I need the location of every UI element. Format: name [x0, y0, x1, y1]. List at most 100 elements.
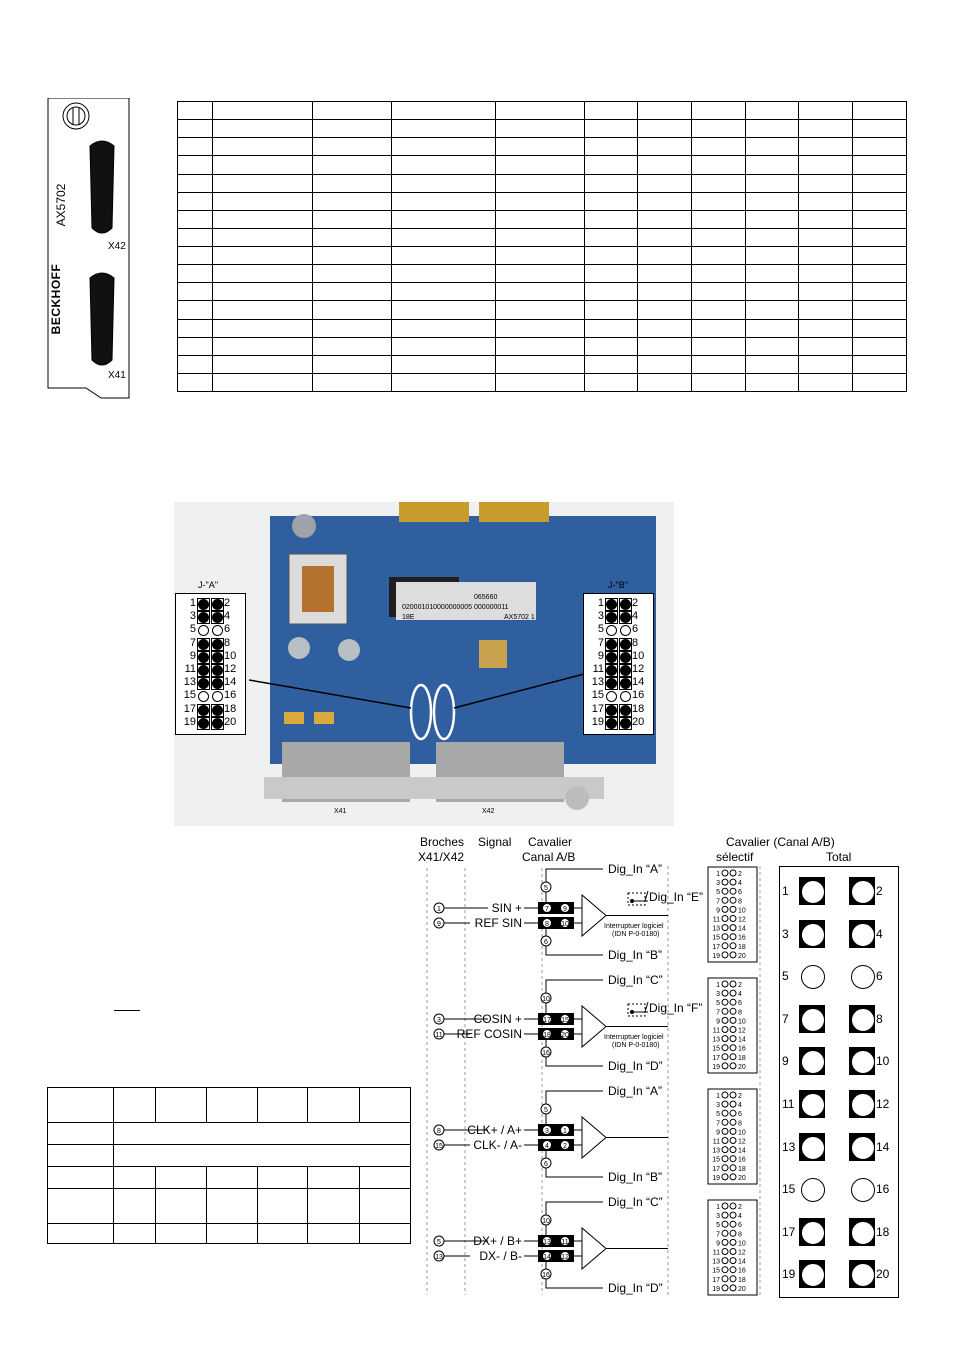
jumper-pin-number: 3: [597, 610, 604, 623]
jumper-closed-icon: [606, 612, 617, 624]
selectif-pin-icon: [721, 1202, 729, 1210]
dig-in-label: Dig_In “A”: [608, 862, 662, 876]
total-pin-closed-icon: [801, 1135, 825, 1160]
jumper-frame: [211, 703, 224, 717]
jumper-open-icon: [198, 625, 209, 637]
selectif-pin-icon: [721, 1266, 729, 1274]
selectif-pin-number: 1: [716, 1204, 720, 1211]
jumper-closed-icon: [620, 717, 631, 729]
jumper-pin-number: 6: [224, 623, 231, 636]
jumper-frame: [605, 664, 618, 677]
pin-circle-icon: [542, 1251, 552, 1261]
wire: [545, 868, 603, 882]
jumper-pin-number: 20: [224, 715, 237, 728]
selectif-pin-icon: [721, 1016, 729, 1024]
total-pin-closed-icon: [851, 1093, 875, 1117]
selectif-pin-number: 4: [738, 1102, 742, 1109]
total-pin-number: 8: [876, 1011, 883, 1026]
selectif-pin-number: 6: [738, 1222, 742, 1229]
selectif-pin-icon: [721, 1091, 729, 1099]
selectif-pin-number: 10: [738, 1240, 746, 1247]
selectif-pin-number: 8: [738, 1231, 742, 1238]
table-cell: [205, 1188, 258, 1224]
total-pin-number: 7: [782, 1011, 789, 1026]
selectif-pin-number: 18: [738, 1055, 746, 1062]
selectif-pin-number: 18: [738, 1277, 746, 1284]
jumper-open-icon: [212, 691, 223, 703]
jumper-pin-number: 17: [591, 702, 604, 715]
total-pin-number: 12: [876, 1097, 890, 1111]
jumper-frame: [619, 664, 632, 677]
signal-label: SIN +: [492, 901, 522, 915]
selectif-pin-number: 9: [716, 1018, 720, 1025]
selectif-pin-icon: [729, 1100, 737, 1108]
table-cell: [212, 372, 313, 393]
selectif-pin-icon: [729, 1035, 737, 1043]
wire: [545, 1279, 603, 1289]
jumper-frame: [605, 716, 618, 730]
selectif-pin-icon: [721, 1127, 729, 1135]
dig-in-label: Dig_In “D”: [608, 1281, 663, 1295]
jumper-frame: [605, 677, 618, 691]
jumper-pin-number: 3: [189, 610, 196, 623]
selectif-pin-number: 16: [738, 1046, 746, 1053]
selectif-pin-icon: [721, 1137, 729, 1144]
pin-circle-icon: [560, 1029, 570, 1039]
total-pin-number: 2: [876, 884, 883, 898]
jumper-frame: [211, 637, 224, 651]
selectif-pin-icon: [721, 951, 729, 959]
selectif-pin-number: 7: [716, 898, 720, 905]
selectif-pin-icon: [729, 896, 737, 904]
table-cell: [112, 1087, 156, 1123]
selectif-pin-number: 1: [716, 871, 720, 878]
selectif-pin-number: 14: [738, 926, 746, 933]
selectif-pin-number: 14: [738, 1259, 746, 1266]
selectif-pin-number: 19: [712, 953, 720, 960]
total-pin-open-icon: [801, 1178, 825, 1203]
table-cell: [691, 372, 746, 393]
software-switch-icon: [627, 1003, 646, 1017]
front-panel-drawing: [47, 97, 130, 399]
selectif-pin-icon: [721, 1164, 729, 1172]
total-pin-closed-icon: [851, 1263, 875, 1288]
pin-circle-icon: [560, 1014, 570, 1024]
jumper-b-title: J-"B": [608, 580, 628, 590]
jumper-closed-icon: [198, 612, 209, 624]
selectif-pin-icon: [729, 1211, 737, 1219]
jumper-closed-icon: [198, 638, 209, 650]
selectif-pin-number: 8: [738, 1009, 742, 1016]
jumper-pin-number: 12: [632, 663, 645, 675]
jumper-closed-icon: [606, 678, 617, 690]
jumper-pin-number: 6: [632, 623, 639, 636]
total-pin-closed-icon: [801, 1007, 825, 1032]
pin-circle-icon: [542, 903, 552, 913]
selectif-pin-icon: [721, 942, 729, 950]
jumper-frame: [605, 637, 618, 651]
selectif-pin-number: 3: [716, 880, 720, 887]
pin-number: 1: [437, 906, 441, 913]
selectif-pin-icon: [729, 1091, 737, 1099]
jumper-frame: [211, 716, 224, 730]
header-cavalier-canal: Cavalier (Canal A/B): [726, 835, 835, 849]
selectif-pin-number: 2: [738, 871, 742, 878]
table-cell: [358, 1223, 412, 1244]
selectif-pin-number: 3: [716, 991, 720, 998]
selectif-pin-number: 16: [738, 1157, 746, 1164]
table-cell: [256, 1188, 308, 1224]
jumper-pin-number: 7: [189, 636, 196, 649]
selectif-pin-icon: [721, 878, 729, 886]
selectif-pin-icon: [721, 1146, 729, 1154]
photo-connector-label-x42: X42: [482, 808, 495, 815]
wire: [545, 1057, 603, 1067]
selectif-pin-number: 12: [738, 1028, 746, 1035]
table-row: [176, 282, 908, 302]
jumper-frame: [619, 611, 632, 625]
jumper-pin-number: 2: [632, 597, 639, 609]
pin-number: 11: [435, 1032, 442, 1039]
jumper-closed-icon: [198, 704, 209, 716]
switch-note: Interruptuer logiciel: [604, 1034, 664, 1041]
jumper-closed-icon: [212, 665, 223, 676]
selectif-pin-icon: [721, 896, 729, 904]
selectif-pin-icon: [721, 933, 729, 941]
amplifier-icon: [581, 1115, 607, 1160]
